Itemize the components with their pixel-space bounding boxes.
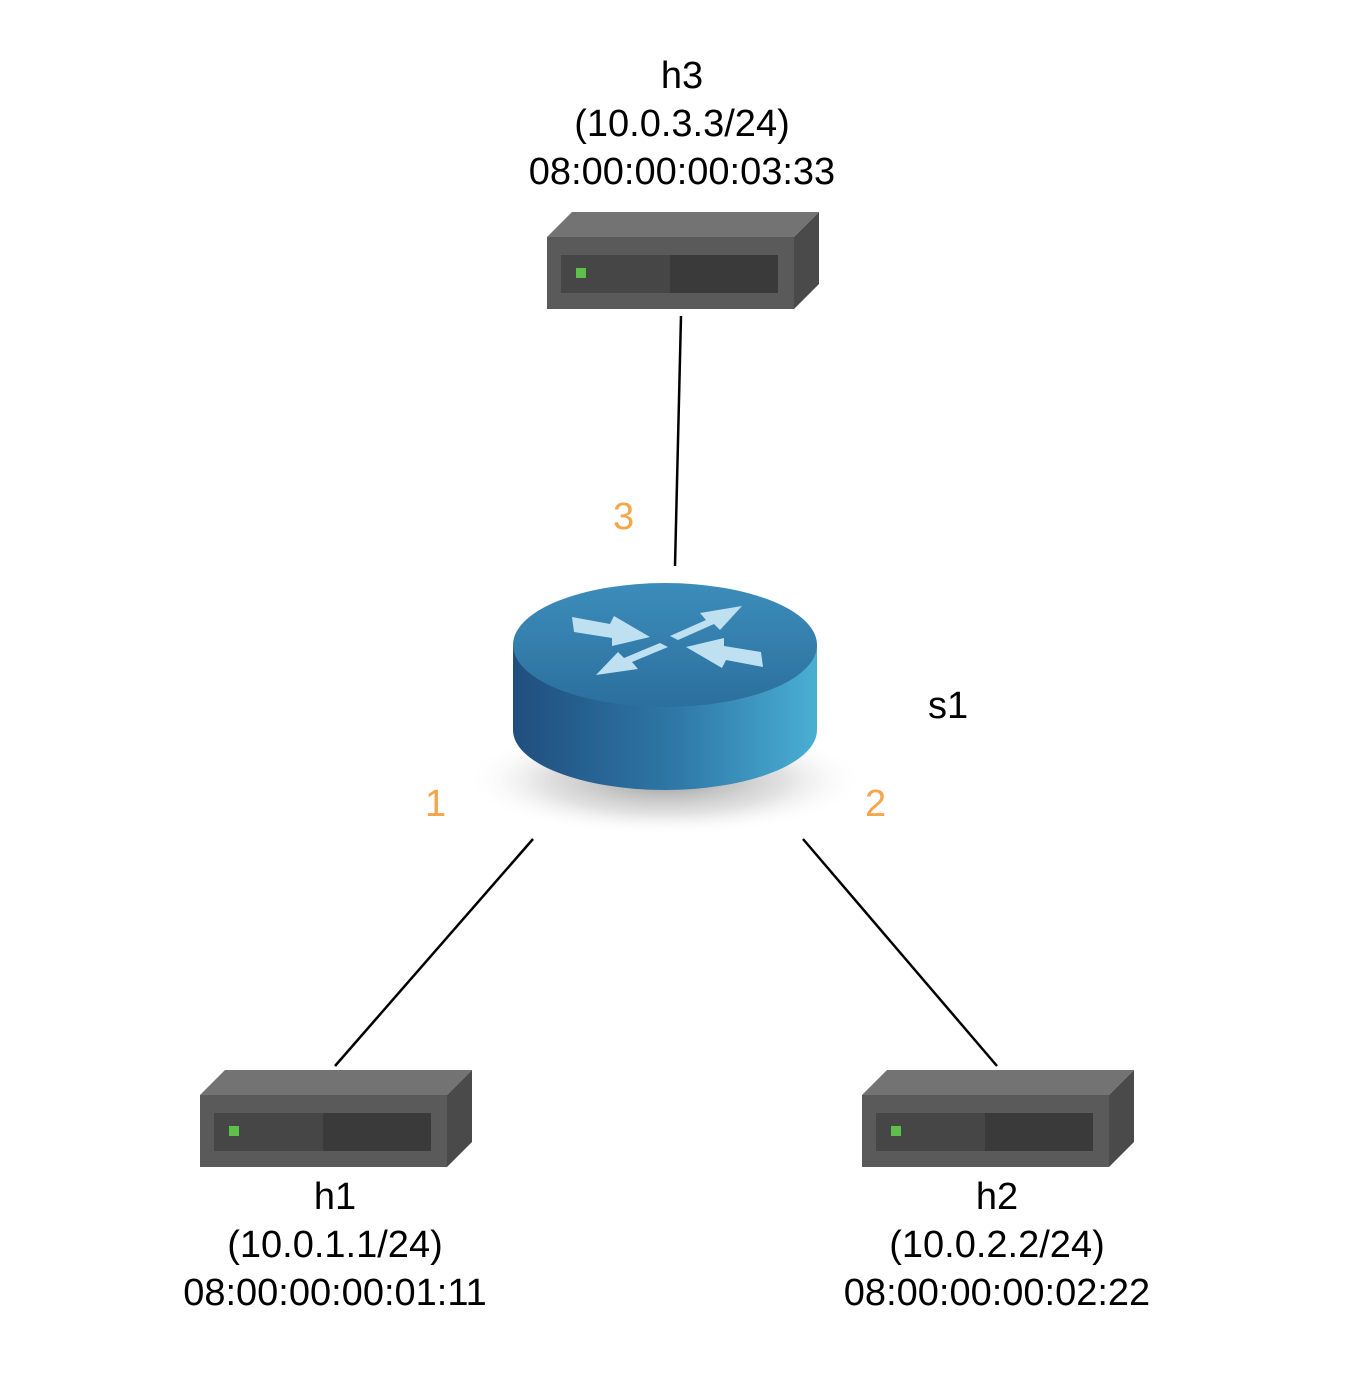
host-h3-name: h3 <box>660 55 704 97</box>
host-h2-mac: 08:00:00:00:02:22 <box>843 1272 1151 1314</box>
port-label-2: 2 <box>865 783 887 825</box>
link-s1-h3 <box>673 315 683 567</box>
host-h3-mac: 08:00:00:00:03:33 <box>528 151 836 193</box>
switch-s1-label: s1 <box>928 685 969 727</box>
host-h1-ip: (10.0.1.1/24) <box>227 1224 443 1266</box>
switch-s1-router-icon[interactable] <box>465 583 865 836</box>
switch-top <box>513 583 817 707</box>
switch-arrows-icon <box>572 606 763 675</box>
port-label-3: 3 <box>613 496 635 538</box>
host-h1-server-box-icon[interactable] <box>200 1070 472 1167</box>
host-h1-label: h1 (10.0.1.1/24) 08:00:00:00:01:11 <box>135 1173 535 1317</box>
link-s1-h2 <box>802 838 998 1067</box>
host-h2-name: h2 <box>975 1176 1019 1218</box>
host-h2-server-box-icon[interactable] <box>862 1070 1134 1167</box>
host-h2-label: h2 (10.0.2.2/24) 08:00:00:00:02:22 <box>797 1173 1197 1317</box>
link-s1-h1 <box>334 838 534 1067</box>
host-h2-ip: (10.0.2.2/24) <box>889 1224 1105 1266</box>
host-h1-name: h1 <box>313 1176 357 1218</box>
host-h3-label: h3 (10.0.3.3/24) 08:00:00:00:03:33 <box>482 52 882 196</box>
port-label-1: 1 <box>425 783 447 825</box>
host-h3-ip: (10.0.3.3/24) <box>574 103 790 145</box>
host-h3-server-box-icon[interactable] <box>547 212 819 309</box>
host-h1-mac: 08:00:00:00:01:11 <box>183 1272 487 1314</box>
